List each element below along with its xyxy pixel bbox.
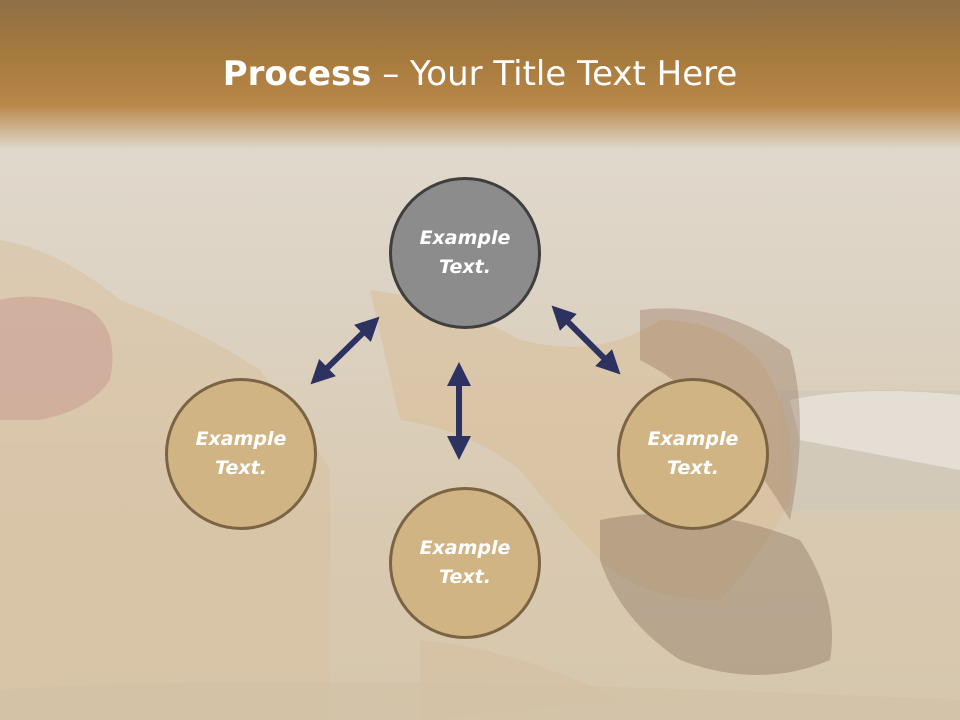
arrow-left-diagonal xyxy=(310,316,380,385)
node-left-label: Example Text. xyxy=(195,428,287,479)
node-top: Example Text. xyxy=(389,177,541,329)
node-bottom-label: Example Text. xyxy=(419,537,511,588)
slide-title: Process – Your Title Text Here xyxy=(0,52,960,96)
node-bottom: Example Text. xyxy=(389,487,541,639)
title-rest: – Your Title Text Here xyxy=(371,54,738,94)
title-bold: Process xyxy=(222,54,372,94)
node-top-label: Example Text. xyxy=(419,227,511,278)
node-left: Example Text. xyxy=(165,378,317,530)
title-bar: Process – Your Title Text Here xyxy=(0,0,960,150)
arrow-right-diagonal xyxy=(551,305,621,375)
node-right: Example Text. xyxy=(617,378,769,530)
node-right-label: Example Text. xyxy=(647,428,739,479)
